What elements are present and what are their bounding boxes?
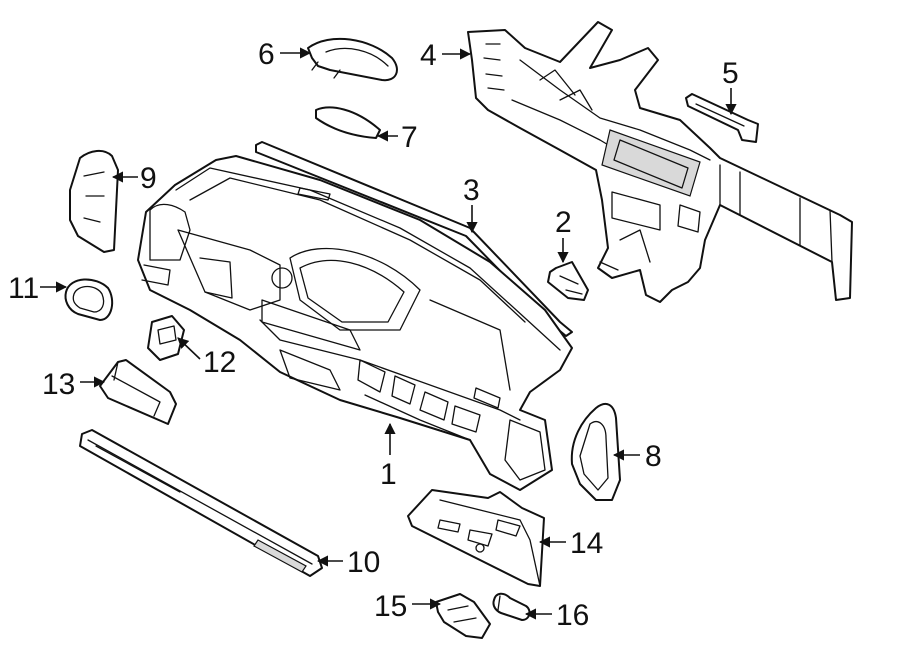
part-12-switch xyxy=(147,315,185,361)
callout-16: 16 xyxy=(556,599,589,632)
part-7-cover-panel xyxy=(315,106,381,139)
part-2-bracket xyxy=(547,261,589,301)
leader-lines xyxy=(40,47,737,620)
part-16-fastener xyxy=(492,592,531,621)
part-8-end-cap xyxy=(570,402,621,501)
part-5-bracket xyxy=(685,93,759,143)
callout-6: 6 xyxy=(258,38,275,71)
part-15-clip xyxy=(435,593,491,639)
callout-1: 1 xyxy=(380,458,397,491)
part-13-storage-bin xyxy=(99,359,177,425)
callout-11: 11 xyxy=(8,272,39,305)
callout-13: 13 xyxy=(42,368,75,401)
part-1-instrument-panel xyxy=(137,155,573,491)
callout-8: 8 xyxy=(645,440,662,473)
callout-4: 4 xyxy=(420,39,437,72)
callout-12: 12 xyxy=(203,346,236,379)
callout-2: 2 xyxy=(555,206,572,239)
part-4-crossmember xyxy=(467,21,853,303)
part-6-defroster-grille xyxy=(307,37,398,82)
callout-15: 15 xyxy=(374,590,407,623)
part-11-vent-bezel xyxy=(64,278,114,321)
callout-10: 10 xyxy=(347,546,380,579)
callout-14: 14 xyxy=(570,527,603,560)
part-10-trim-strip xyxy=(79,429,323,577)
part-14-lower-panel xyxy=(407,489,545,587)
callout-5: 5 xyxy=(722,57,739,90)
callout-9: 9 xyxy=(140,162,157,195)
part-9-end-cap xyxy=(69,150,119,253)
part-3-windshield-trim xyxy=(255,141,573,337)
callout-7: 7 xyxy=(401,121,418,154)
callout-3: 3 xyxy=(463,174,480,207)
leader-12 xyxy=(177,337,201,360)
callout-labels: 1 2 3 4 5 6 7 8 9 10 11 12 13 14 15 16 xyxy=(8,38,739,632)
